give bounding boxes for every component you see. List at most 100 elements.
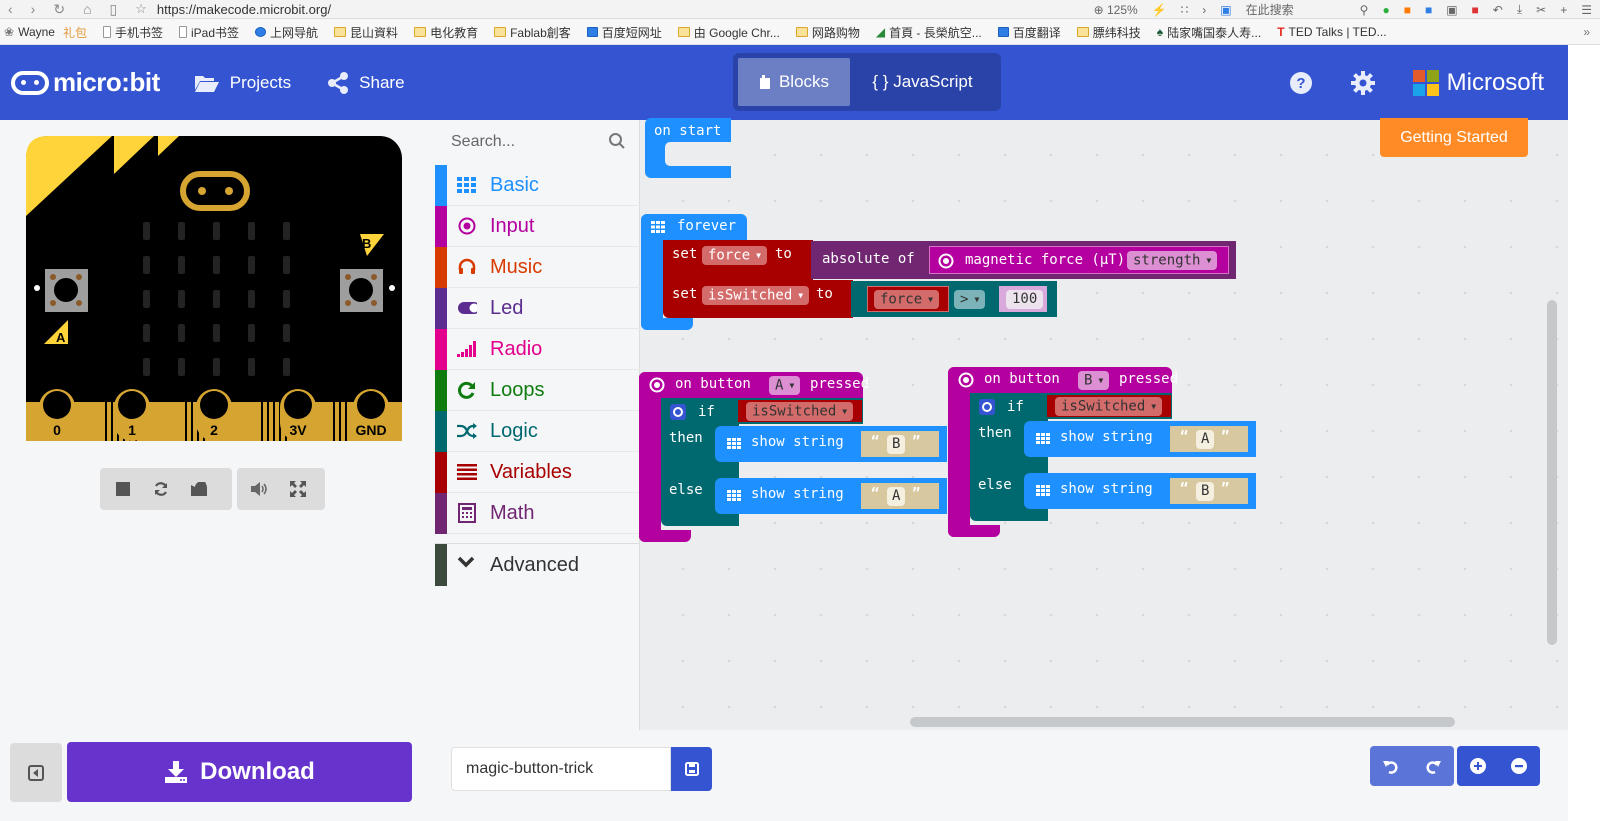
search-icon[interactable]	[608, 132, 626, 150]
string-input[interactable]: B	[1196, 482, 1215, 501]
video-icon[interactable]: ■	[1403, 2, 1411, 17]
bookmarks-more[interactable]: »	[1583, 25, 1590, 39]
bookmark-item[interactable]: 百度短网址	[586, 24, 662, 41]
bookmark-item[interactable]: 网路购物	[795, 24, 860, 41]
slow-mode-button[interactable]	[184, 474, 214, 504]
blocks-tab[interactable]: Blocks	[738, 58, 850, 106]
bookmark-item[interactable]: 昆山資料	[334, 24, 398, 41]
undo-button[interactable]	[1376, 751, 1406, 781]
microbit-logo[interactable]: micro:bit	[11, 67, 160, 98]
bookmark-item[interactable]: 礼包	[62, 25, 87, 40]
zoom-in-button[interactable]	[1463, 751, 1493, 781]
stop-button[interactable]	[108, 474, 138, 504]
category-variables[interactable]: Variables	[435, 452, 640, 493]
on-start-block[interactable]: on start	[645, 118, 731, 178]
reload-icon[interactable]: ↻	[53, 0, 66, 17]
mute-button[interactable]	[245, 474, 275, 504]
string-input[interactable]: B	[887, 435, 906, 454]
category-advanced[interactable]: Advanced	[435, 543, 640, 586]
category-radio[interactable]: Radio	[435, 329, 640, 370]
zoom-out-button[interactable]	[1504, 751, 1534, 781]
reader-icon[interactable]: ▯	[109, 0, 118, 17]
new-tab-icon[interactable]: +	[1560, 2, 1568, 17]
help-icon[interactable]: ?	[1289, 71, 1313, 95]
bookmark-item[interactable]: 百度翻译	[997, 24, 1061, 41]
variable-dropdown[interactable]: isSwitched▼	[702, 286, 810, 305]
variable-dropdown[interactable]: force▼	[874, 290, 939, 309]
bookmark-item[interactable]: 由 Google Chr...	[677, 24, 780, 41]
variable-dropdown[interactable]: force▼	[702, 246, 767, 265]
category-logic[interactable]: Logic	[435, 411, 640, 452]
undo-close-tab-icon[interactable]: ↶	[1492, 2, 1503, 17]
bookmark-item[interactable]: 电化教育	[414, 24, 478, 41]
vertical-scrollbar[interactable]	[1547, 300, 1557, 645]
toolbox-search-input[interactable]	[451, 133, 601, 151]
gear-icon[interactable]	[670, 404, 686, 420]
on-button-b-block[interactable]: on button B▼ pressed if isSwitched▼ then…	[948, 367, 1258, 537]
category-color-bar	[435, 493, 447, 534]
settings-gear-icon[interactable]	[1350, 70, 1375, 95]
on-button-a-block[interactable]: on button A▼ pressed if isSwitched▼ then…	[639, 372, 949, 542]
download-button[interactable]: Download	[67, 742, 412, 802]
bookmark-item[interactable]: Fablab創客	[494, 24, 571, 41]
horizontal-scrollbar[interactable]	[910, 717, 1455, 727]
category-music[interactable]: Music	[435, 247, 640, 288]
restart-button[interactable]	[146, 474, 176, 504]
bookmark-star-icon[interactable]: ☆	[135, 1, 147, 16]
browser-search-input[interactable]: 在此搜索	[1245, 3, 1294, 17]
category-led[interactable]: Led	[435, 288, 640, 329]
bookmark-item[interactable]: ◢首頁 - 長榮航空...	[875, 25, 982, 40]
back-icon[interactable]: ‹	[8, 0, 13, 17]
scissors-icon[interactable]: ✂	[1536, 2, 1547, 17]
button-dropdown[interactable]: A▼	[769, 376, 801, 395]
flash-icon[interactable]: ⚡	[1151, 2, 1167, 17]
category-basic[interactable]: Basic	[435, 165, 640, 206]
translate-icon[interactable]: ■	[1424, 2, 1433, 17]
camera-icon[interactable]: ▣	[1446, 2, 1458, 17]
fullscreen-button[interactable]	[283, 474, 313, 504]
bookmark-item[interactable]: 膘纬科技	[1076, 24, 1141, 41]
getting-started-button[interactable]: Getting Started	[1380, 118, 1528, 157]
browser-search-icon[interactable]: ⚲	[1359, 2, 1369, 17]
javascript-tab[interactable]: { } JavaScript	[850, 58, 995, 106]
bookmark-item[interactable]: iPad书签	[179, 24, 239, 41]
wechat-icon[interactable]: ●	[1382, 2, 1390, 17]
collapse-simulator-button[interactable]	[10, 743, 62, 802]
chevron-right-icon[interactable]: ›	[1202, 2, 1207, 17]
forward-icon[interactable]: ›	[30, 0, 36, 17]
forever-block[interactable]: forever set force▼ to absolute of magnet…	[641, 214, 1241, 332]
menu-icon[interactable]: ☰	[1581, 2, 1592, 17]
apps-icon[interactable]: ∷	[1180, 2, 1189, 17]
redo-button[interactable]	[1418, 751, 1448, 781]
share-button[interactable]: Share	[327, 71, 405, 95]
url-field[interactable]: https://makecode.microbit.org/	[156, 1, 332, 17]
microsoft-logo[interactable]: Microsoft	[1412, 69, 1544, 97]
category-loops[interactable]: Loops	[435, 370, 640, 411]
button-dropdown[interactable]: B▼	[1078, 371, 1110, 390]
category-input[interactable]: Input	[435, 206, 640, 247]
home-icon[interactable]: ⌂	[83, 0, 92, 17]
project-name-input[interactable]	[451, 747, 671, 791]
variable-dropdown[interactable]: isSwitched▼	[1055, 397, 1163, 416]
category-color-bar	[435, 411, 447, 452]
bookmark-item[interactable]: 手机书签	[102, 24, 163, 41]
string-input[interactable]: A	[1196, 430, 1215, 449]
bookmark-item[interactable]: 上网导航	[255, 24, 318, 41]
operator-dropdown[interactable]: >▼	[954, 290, 986, 309]
search-engine-icon[interactable]: ▣	[1220, 2, 1232, 17]
string-input[interactable]: A	[887, 487, 906, 506]
bookmark-item[interactable]: ♠陆家嘴国泰人寿...	[1156, 25, 1262, 40]
axis-dropdown[interactable]: strength▼	[1127, 251, 1218, 270]
variable-dropdown[interactable]: isSwitched▼	[746, 402, 854, 421]
bookmark-item[interactable]: ❀Wayne	[4, 25, 55, 39]
category-math[interactable]: Math	[435, 493, 640, 534]
zoom-level[interactable]: ⊕ 125%	[1093, 2, 1138, 17]
download-manager-icon[interactable]: ⤓	[1516, 2, 1523, 16]
calendar-icon[interactable]: ■	[1471, 2, 1479, 17]
number-input[interactable]: 100	[1006, 290, 1044, 309]
save-button[interactable]	[671, 747, 712, 791]
projects-button[interactable]: Projects	[194, 73, 291, 93]
gear-icon[interactable]	[979, 399, 995, 415]
